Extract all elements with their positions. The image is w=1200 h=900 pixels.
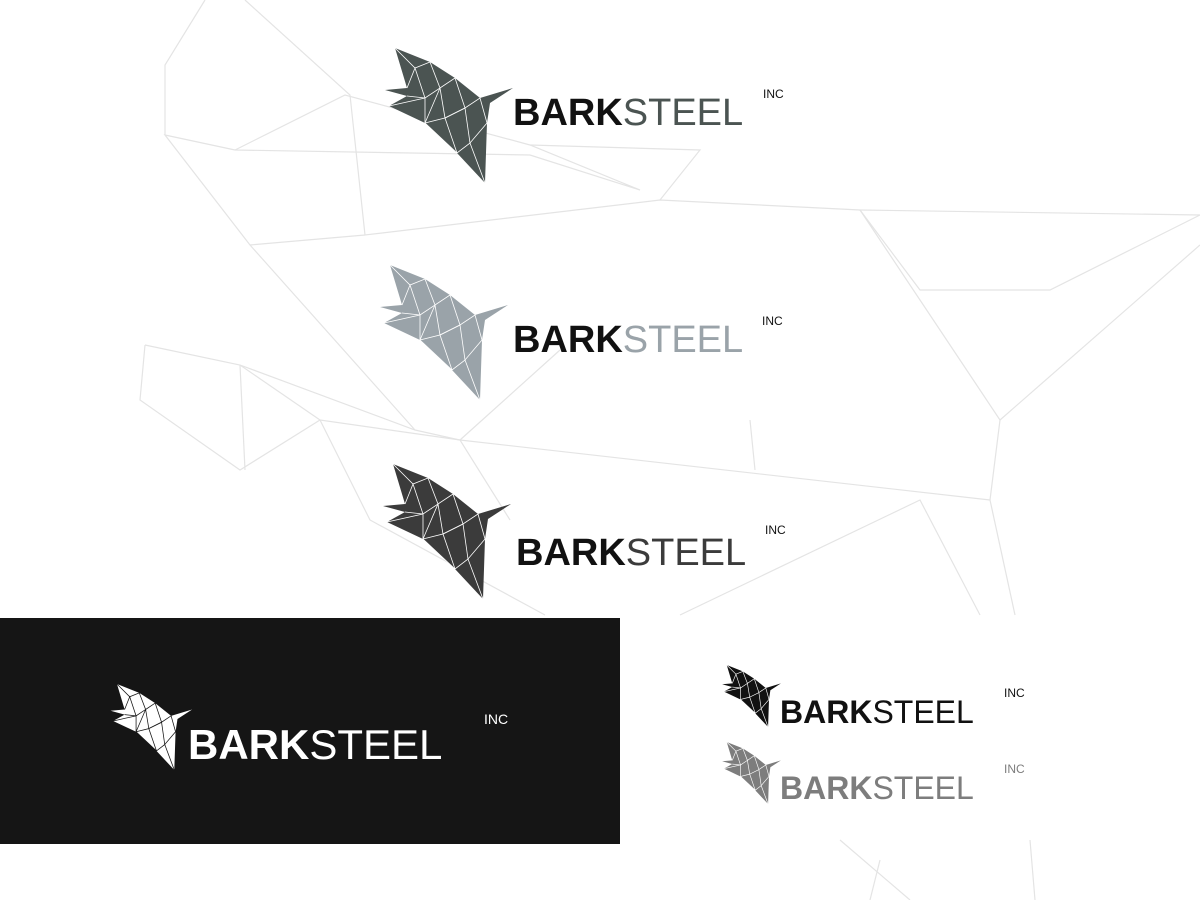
brand-inc-label: INC xyxy=(1004,686,1025,700)
brand-wordmark: BARKSTEEL xyxy=(780,696,974,728)
brand-word-bark: BARK xyxy=(780,770,873,806)
brand-wordmark: BARKSTEEL xyxy=(188,724,442,766)
brand-inc-label: INC xyxy=(1004,762,1025,776)
wolf-head-icon xyxy=(383,463,511,600)
brand-inc-label: INC xyxy=(765,523,786,537)
logo-light-steel: BARKSTEEL INC xyxy=(380,264,800,405)
brand-word-bark: BARK xyxy=(513,319,623,361)
wolf-head-icon xyxy=(380,264,508,401)
logo-small-grey: BARKSTEEL INC xyxy=(722,741,1042,812)
brand-wordmark: BARKSTEEL xyxy=(513,321,743,359)
brand-inc-label: INC xyxy=(762,314,783,328)
wolf-head-icon xyxy=(385,47,513,184)
wolf-head-icon xyxy=(722,741,781,805)
logo-small-black: BARKSTEEL INC xyxy=(722,664,1042,735)
brand-word-steel: STEEL xyxy=(625,532,747,574)
brand-word-steel: STEEL xyxy=(872,770,974,806)
brand-inc-label: INC xyxy=(763,87,784,101)
logo-dark-slate: BARKSTEEL INC xyxy=(385,47,805,188)
logo-charcoal: BARKSTEEL INC xyxy=(383,463,803,604)
brand-word-bark: BARK xyxy=(780,694,873,730)
wolf-head-icon xyxy=(722,664,781,728)
wolf-head-icon xyxy=(110,683,193,771)
brand-word-steel: STEEL xyxy=(622,319,744,361)
brand-wordmark: BARKSTEEL xyxy=(516,534,746,572)
brand-word-steel: STEEL xyxy=(872,694,974,730)
brand-wordmark: BARKSTEEL xyxy=(780,772,974,804)
logo-inverted-white: BARKSTEEL INC xyxy=(110,683,530,784)
brand-word-bark: BARK xyxy=(516,532,626,574)
brand-word-steel: STEEL xyxy=(309,721,443,768)
brand-word-bark: BARK xyxy=(188,721,310,768)
brand-wordmark: BARKSTEEL xyxy=(513,94,743,132)
dark-background-panel xyxy=(0,618,620,844)
brand-inc-label: INC xyxy=(484,711,509,727)
brand-word-steel: STEEL xyxy=(622,92,744,134)
brand-word-bark: BARK xyxy=(513,92,623,134)
